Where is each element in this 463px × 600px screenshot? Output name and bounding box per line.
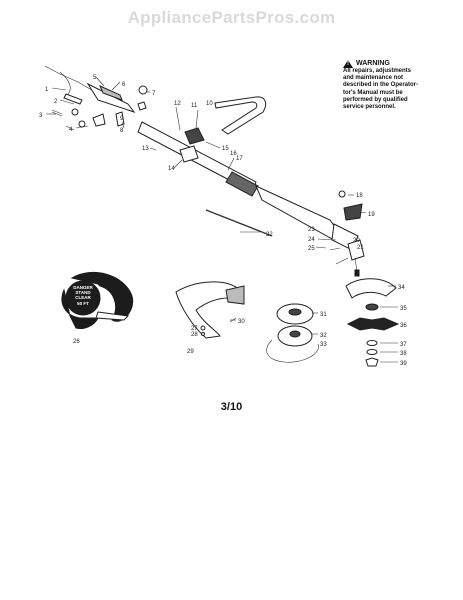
callout-38: 38 (400, 351, 407, 357)
callout-9: 9 (120, 116, 124, 122)
callout-23: 23 (308, 227, 315, 233)
callout-17: 17 (236, 156, 243, 162)
callout-18: 18 (356, 193, 363, 199)
callout-labels: 1 2 3 4 5 6 7 8 9 10 11 12 13 14 15 16 1… (39, 75, 407, 367)
warning-line: All repairs, adjustments (343, 68, 412, 74)
warning-box: WARNING All repairs, adjustments and mai… (343, 60, 443, 111)
callout-4: 4 (69, 127, 73, 133)
safety-decal (61, 271, 134, 329)
decal-text: DANGER STAND CLEAR 50 FT (73, 285, 93, 306)
callout-25: 25 (308, 246, 315, 252)
site-title: AppliancePartsPros.com (127, 8, 336, 27)
callout-12: 12 (174, 101, 181, 107)
callout-8: 8 (120, 128, 124, 134)
deflector-guard (175, 281, 245, 339)
callout-32: 32 (320, 333, 327, 339)
handle-assembly (44, 65, 148, 131)
callout-5: 5 (93, 75, 97, 81)
callout-28: 28 (191, 332, 198, 338)
callout-35: 35 (400, 306, 407, 312)
callout-14: 14 (168, 166, 175, 172)
callout-20: 20 (353, 238, 360, 244)
callout-3: 3 (39, 113, 43, 119)
callout-7: 7 (152, 91, 156, 97)
page-number: 3/10 (220, 401, 243, 413)
shaft-bracket (338, 190, 363, 221)
callout-19: 19 (368, 212, 375, 218)
callout-22: 22 (266, 232, 273, 238)
callout-1: 1 (45, 87, 49, 93)
callout-39: 39 (400, 361, 407, 367)
warning-line: tor's Manual must be (343, 89, 403, 96)
callout-21: 21 (357, 245, 364, 251)
warning-line: performed by qualified (343, 96, 408, 103)
callout-24: 24 (308, 237, 315, 243)
callout-11: 11 (191, 103, 198, 109)
warning-line: and maintenance not (343, 75, 404, 82)
warning-line: service personnel. (343, 104, 396, 111)
callout-30: 30 (238, 319, 245, 325)
callout-31: 31 (320, 312, 327, 318)
drive-cable (205, 209, 273, 237)
callout-15: 15 (222, 146, 229, 152)
callout-29: 29 (187, 349, 194, 355)
callout-13: 13 (142, 146, 149, 152)
callout-26: 26 (73, 339, 80, 345)
warning-line: described in the Operator- (343, 82, 419, 89)
callout-6: 6 (122, 82, 126, 88)
callout-10: 10 (206, 101, 213, 107)
bike-handle-loop (214, 96, 267, 135)
callout-34: 34 (398, 285, 405, 291)
blade-kit (345, 278, 400, 367)
callout-37: 37 (400, 342, 407, 348)
warning-title: WARNING (356, 60, 390, 68)
warning-triangle-icon (343, 60, 353, 68)
callout-36: 36 (400, 323, 407, 329)
leader-lines (46, 76, 398, 363)
callout-33: 33 (320, 342, 327, 348)
drive-shaft (137, 121, 365, 277)
trimmer-head (266, 303, 319, 363)
callout-16: 16 (230, 151, 237, 157)
callout-2: 2 (54, 99, 58, 105)
callout-27: 27 (191, 326, 198, 332)
